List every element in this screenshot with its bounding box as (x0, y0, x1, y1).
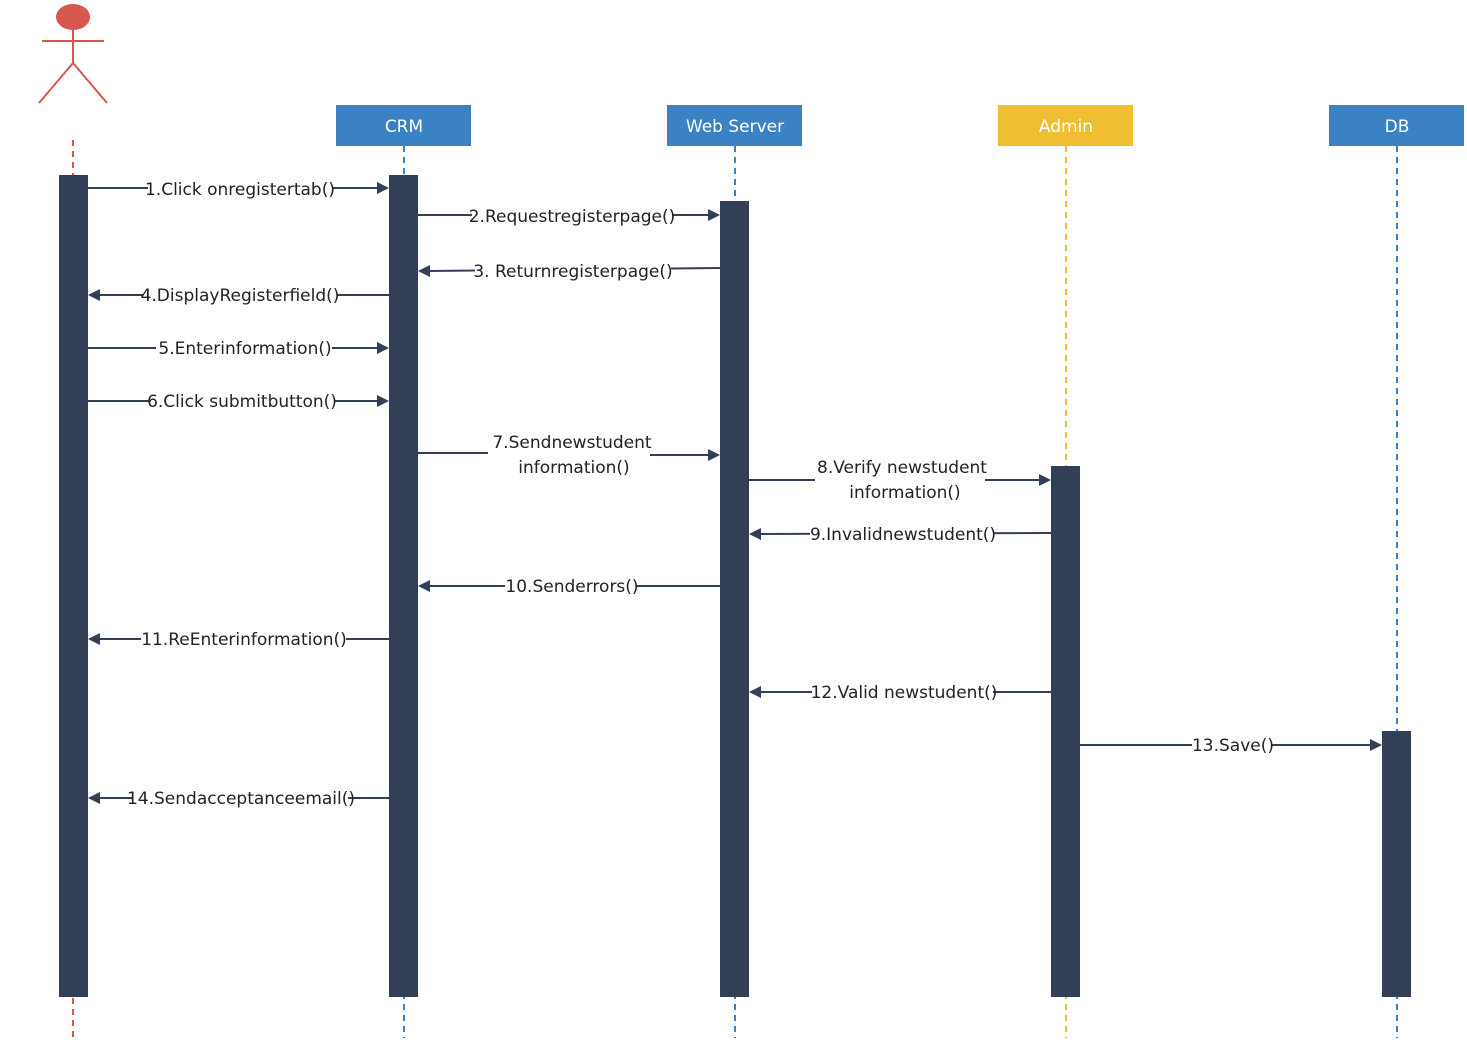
message-7-label-line-1: 7.Sendnewstudent (492, 433, 651, 453)
message-2: 2.Requestregisterpage() (418, 204, 720, 227)
message-7-label-line-2: information() (518, 458, 629, 478)
message-11-label-bg (141, 627, 346, 649)
activation-webserver (720, 201, 749, 997)
participant-db: DB (1329, 105, 1464, 146)
message-10-label-bg (505, 574, 637, 596)
message-4-label: 4.DisplayRegisterfield() (141, 286, 340, 306)
participant-db-label: DB (1385, 117, 1410, 137)
message-14: 14.Sendacceptanceemail() (88, 786, 389, 809)
message-4-label-bg (143, 283, 337, 305)
message-12-label: 12.Valid newstudent() (811, 683, 998, 703)
message-12-arrowhead (749, 686, 761, 698)
message-9-arrowhead (749, 528, 761, 540)
activations (59, 175, 1411, 997)
participant-admin: Admin (998, 105, 1133, 146)
message-4: 4.DisplayRegisterfield() (88, 283, 389, 306)
message-12-label-bg (812, 680, 993, 702)
participant-admin-label: Admin (1039, 117, 1093, 137)
messages: 1.Click onregistertab() 2.Requestregiste… (88, 177, 1382, 809)
message-8-label-bg (815, 455, 985, 505)
message-11-arrowhead (88, 633, 100, 645)
message-2-label: 2.Requestregisterpage() (469, 207, 676, 227)
participant-webserver-label: Web Server (686, 117, 784, 137)
message-5: 5.Enterinformation() (88, 336, 389, 359)
activation-db (1382, 731, 1411, 997)
message-9-label: 9.Invalidnewstudent() (810, 525, 996, 545)
message-6-arrowhead (377, 395, 389, 407)
message-1: 1.Click onregistertab() (88, 177, 389, 200)
participant-crm: CRM (336, 105, 471, 146)
activation-crm (389, 175, 418, 997)
message-4-arrowhead (88, 289, 100, 301)
message-12: 12.Valid newstudent() (749, 680, 1051, 703)
message-13-label-bg (1192, 733, 1272, 755)
message-5-label: 5.Enterinformation() (158, 339, 331, 359)
message-8-arrowhead (1039, 474, 1051, 486)
message-14-label-bg (132, 786, 348, 808)
message-8: 8.Verify newstudent information() (749, 455, 1051, 505)
message-10: 10.Senderrors() (418, 574, 720, 597)
message-13-arrowhead (1370, 739, 1382, 751)
message-7-arrowhead (708, 449, 720, 461)
message-13-label: 13.Save() (1192, 736, 1274, 756)
message-6-label: 6.Click submitbutton() (147, 392, 337, 412)
message-5-label-bg (156, 336, 332, 358)
message-11-label: 11.ReEnterinformation() (141, 630, 347, 650)
message-3-label-bg (475, 259, 671, 281)
message-1-label: 1.Click onregistertab() (145, 180, 335, 200)
participant-webserver: Web Server (667, 105, 802, 146)
message-6: 6.Click submitbutton() (88, 389, 389, 412)
message-10-label: 10.Senderrors() (505, 577, 638, 597)
message-3: 3. Returnregisterpage() (418, 259, 721, 282)
message-6-label-bg (149, 389, 334, 411)
message-9: 9.Invalidnewstudent() (749, 522, 1052, 545)
participant-crm-label: CRM (385, 117, 423, 137)
message-11: 11.ReEnterinformation() (88, 627, 389, 650)
message-1-label-bg (148, 177, 332, 199)
message-9-label-bg (810, 522, 993, 544)
message-14-arrowhead (88, 792, 100, 804)
activation-actor (59, 175, 88, 997)
message-2-label-bg (472, 204, 672, 226)
message-14-label: 14.Sendacceptanceemail() (127, 789, 355, 809)
message-3-label: 3. Returnregisterpage() (473, 262, 672, 282)
message-7-label-bg (488, 430, 650, 480)
message-5-arrowhead (377, 342, 389, 354)
message-8-label-line-1: 8.Verify newstudent (817, 458, 987, 478)
message-3-arrowhead (418, 265, 430, 277)
message-2-arrowhead (708, 209, 720, 221)
activation-admin (1051, 466, 1080, 997)
stick-figure-actor-icon (38, 4, 108, 104)
message-7: 7.Sendnewstudent information() (418, 430, 720, 480)
message-1-arrowhead (377, 182, 389, 194)
message-10-arrowhead (418, 580, 430, 592)
message-13: 13.Save() (1080, 733, 1382, 756)
message-8-label-line-2: information() (849, 483, 960, 503)
